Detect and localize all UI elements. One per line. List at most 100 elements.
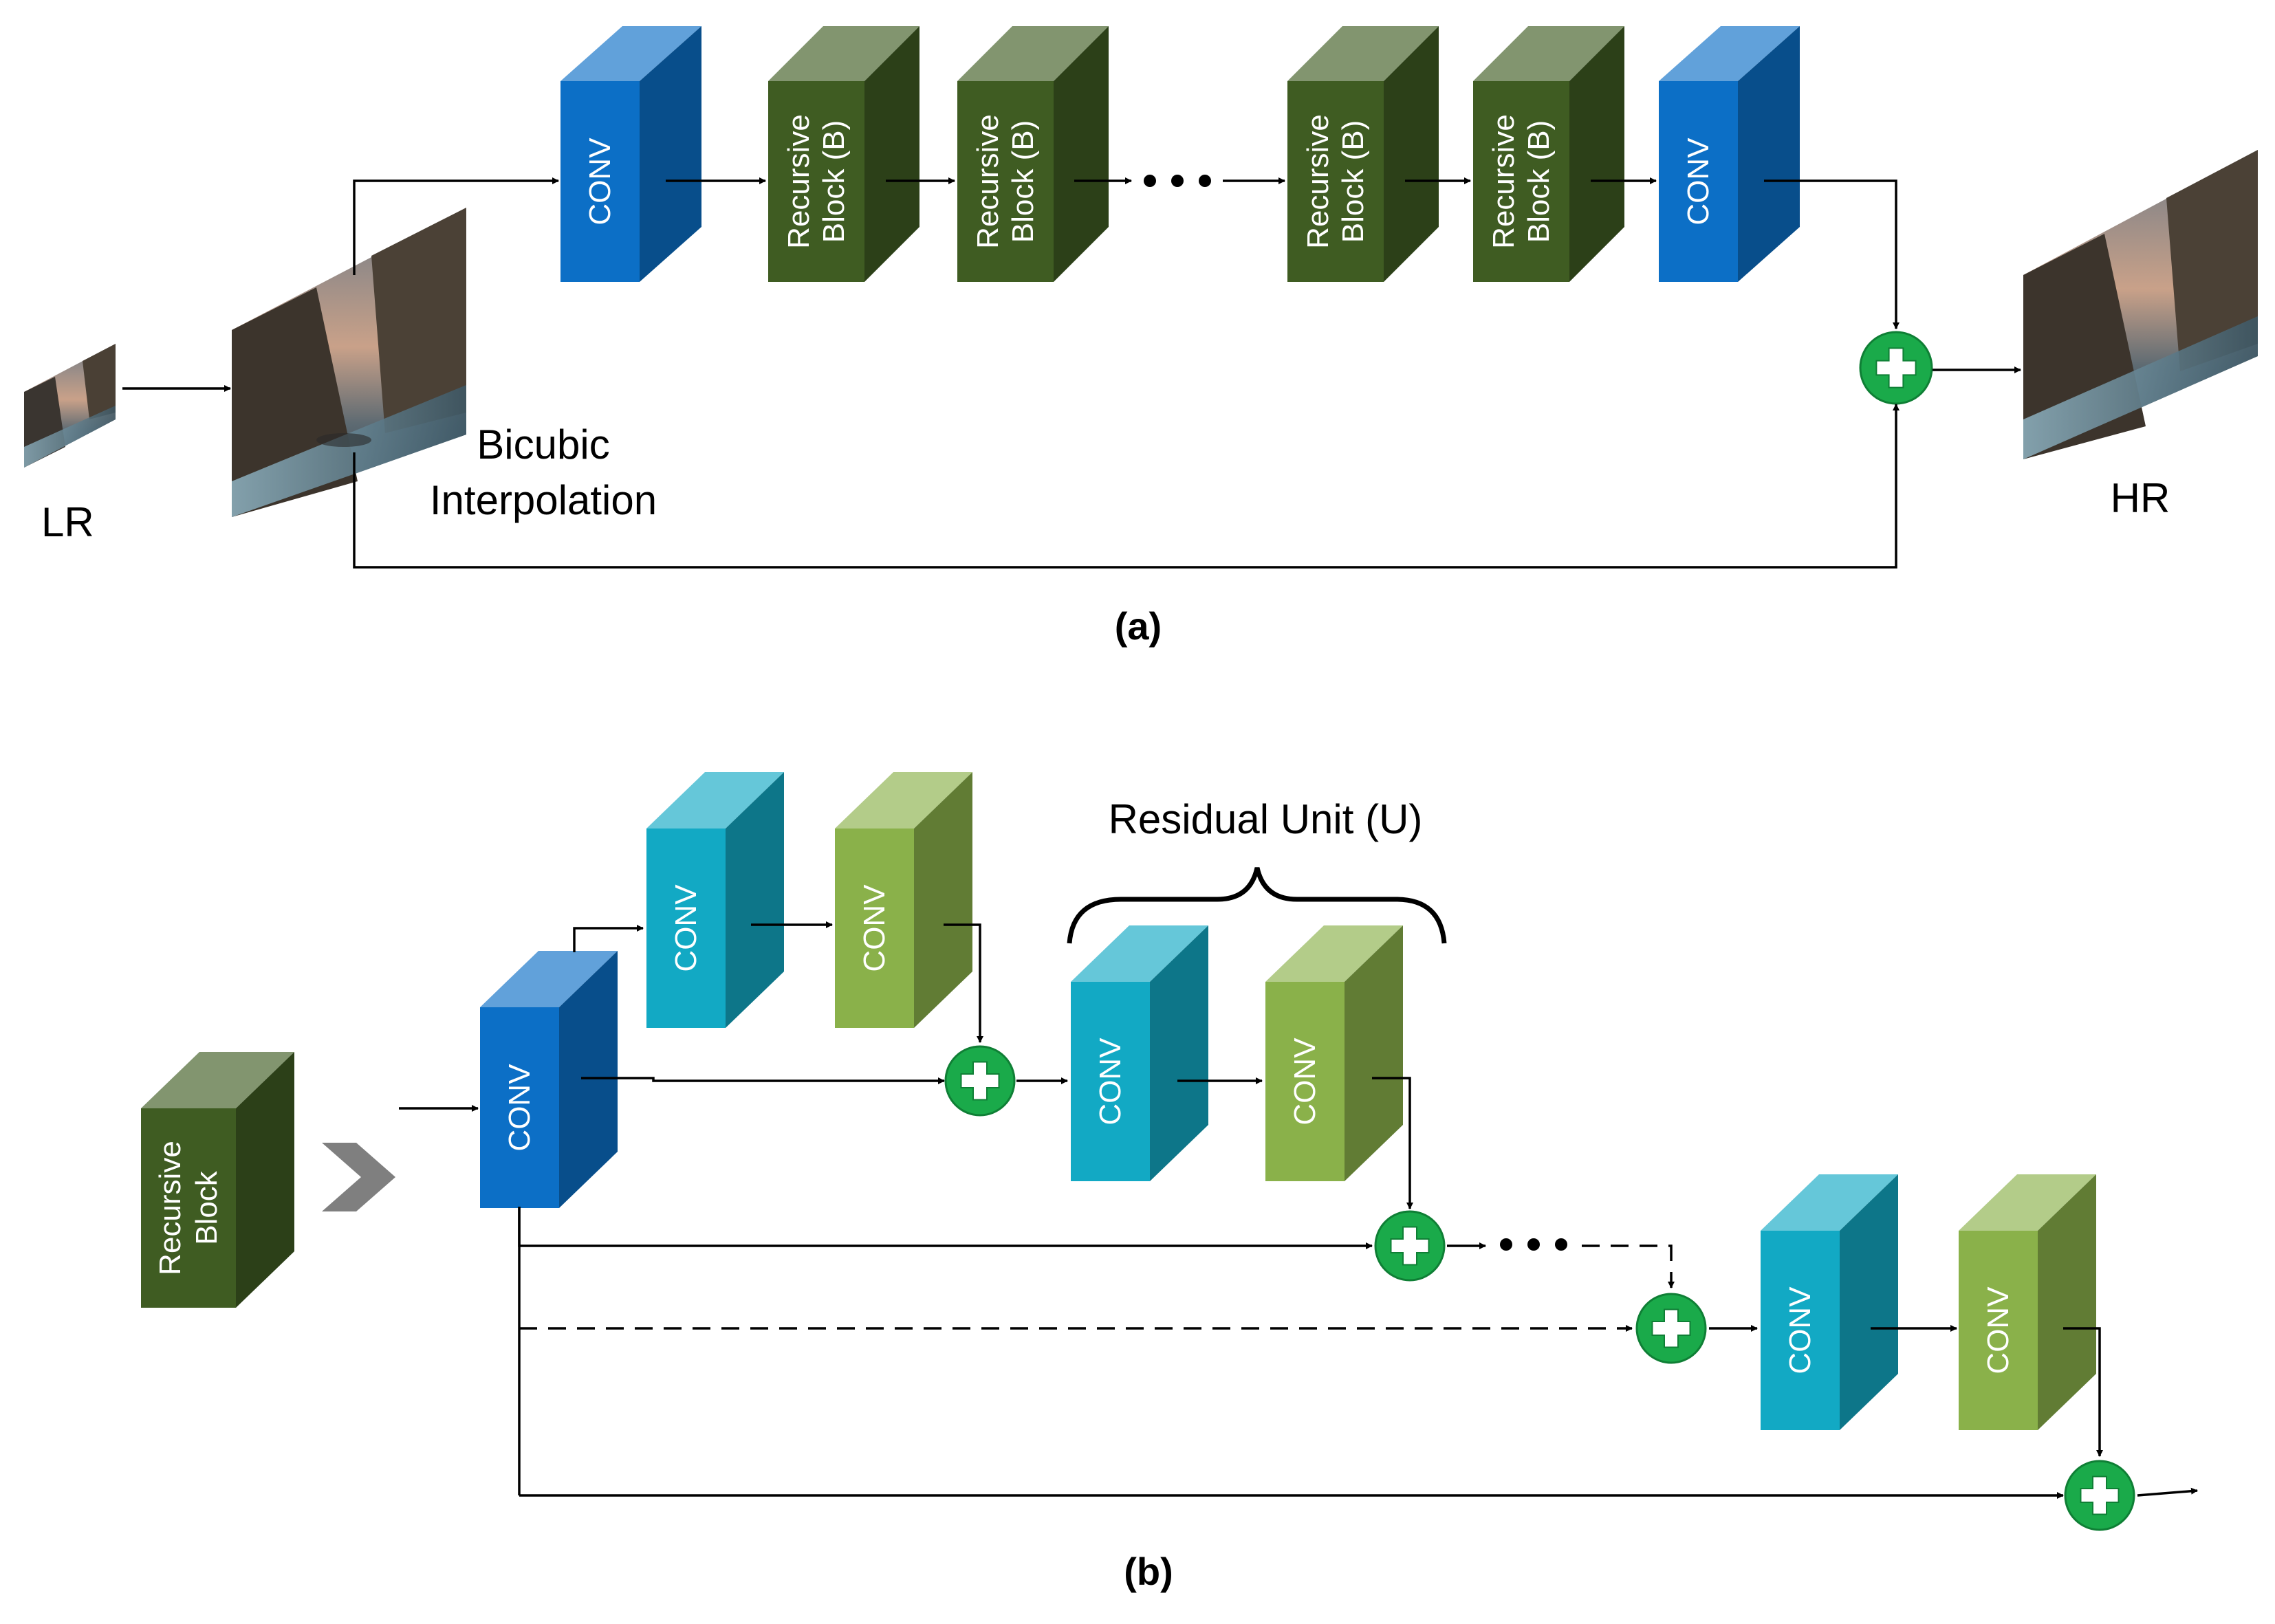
conv-block-unit2-b-label: CONV: [1288, 1038, 1322, 1126]
arrow-conv-to-unit1: [573, 925, 644, 952]
recursive-block-a3-front-face: [1287, 81, 1384, 282]
conv-block-a2-front-face: [1659, 81, 1738, 282]
recursive-block-a1-front-face: [768, 81, 864, 282]
conv-block-unit2-b: CONV: [1265, 925, 1403, 1181]
conv-block-unit3-a-front-face: [1761, 1231, 1840, 1430]
adder-b3: [1635, 1293, 1707, 1364]
recursive-block-a1-top-face: [768, 26, 919, 81]
conv-block-b0-front-face: [480, 1007, 559, 1208]
conv-block-unit3-a-side-face: [1840, 1174, 1898, 1430]
conv-block-a1-label: CONV: [583, 138, 617, 226]
recursive-block-a4-label: Block (B): [1522, 120, 1556, 243]
adder-a: [1859, 331, 1933, 405]
recursive-block-b-label: Recursive: [153, 1141, 187, 1275]
recursive-block-a3-top-face: [1287, 26, 1439, 81]
conv-block-unit3-b-label: CONV: [1981, 1286, 2015, 1374]
conv-block-a2: CONV: [1659, 26, 1800, 282]
conv-block-a2-side-face: [1738, 26, 1800, 282]
bicubic-image: [232, 208, 466, 517]
conv-block-b0-label: CONV: [503, 1064, 536, 1152]
conv-block-unit2-a-top-face: [1071, 925, 1208, 982]
recursive-block-a4-label: Recursive: [1487, 114, 1521, 249]
bicubic-label-line2: Interpolation: [430, 477, 657, 523]
recursive-block-b-side-face: [236, 1052, 294, 1308]
conv-block-b0-side-face: [559, 951, 618, 1208]
recursive-block-a2-side-face: [1054, 26, 1109, 282]
residual-unit-brace: [1067, 867, 1447, 944]
recursive-block-b-label: Block: [190, 1170, 224, 1245]
caption-a: (a): [1115, 604, 1162, 648]
recursive-block-a2-label: Recursive: [971, 114, 1005, 249]
conv-block-unit1-b: CONV: [835, 772, 972, 1028]
recursive-block-a4-top-face: [1473, 26, 1624, 81]
conv-block-unit1-a-label: CONV: [669, 884, 703, 972]
conv-block-unit1-b-side-face: [914, 772, 972, 1028]
conv-block-unit2-a-side-face: [1150, 925, 1208, 1181]
conv-block-unit2-a: CONV: [1071, 925, 1208, 1181]
caption-b: (b): [1124, 1550, 1173, 1593]
plus-icon: [2080, 1475, 2120, 1515]
conv-block-unit3-a-top-face: [1761, 1174, 1898, 1231]
bicubic-label-line1: Bicubic: [477, 421, 609, 468]
recursive-block-a4-front-face: [1473, 81, 1569, 282]
conv-block-unit1-a-front-face: [646, 829, 726, 1028]
conv-block-a2-top-face: [1659, 26, 1800, 81]
conv-block-unit3-b-top-face: [1959, 1174, 2096, 1231]
conv-block-unit3-b-front-face: [1959, 1231, 2038, 1430]
plus-icon: [1875, 347, 1917, 388]
arrow-bicubic-to-conv: [353, 177, 559, 275]
dashed-arrow-to-adder3: [1582, 1244, 1675, 1288]
hr-image: [2023, 150, 2258, 459]
conv-block-unit1-b-top-face: [835, 772, 972, 829]
recursive-block-b-top-face: [141, 1052, 294, 1108]
lr-image: [24, 344, 116, 468]
conv-block-unit2-b-side-face: [1345, 925, 1403, 1181]
conv-block-unit3-b-side-face: [2038, 1174, 2096, 1430]
plus-icon: [1390, 1226, 1430, 1266]
arrow-conv-to-adder1: [581, 1077, 945, 1084]
conv-block-unit3-a: CONV: [1761, 1174, 1898, 1430]
recursive-block-a2-label: Block (B): [1006, 120, 1040, 243]
recursive-block-b-front-face: [141, 1108, 236, 1308]
lr-label: LR: [41, 499, 94, 545]
conv-block-unit1-a: CONV: [646, 772, 784, 1028]
conv-block-unit3-a-label: CONV: [1783, 1286, 1817, 1374]
conv-block-a2-label: CONV: [1681, 138, 1715, 226]
conv-block-unit1-a-top-face: [646, 772, 784, 829]
arrow-output: [2137, 1487, 2198, 1497]
arrow-unit3-to-adder4: [2063, 1327, 2103, 1457]
conv-block-unit2-b-front-face: [1265, 982, 1345, 1181]
conv-block-unit1-b-label: CONV: [858, 884, 891, 972]
recursive-block-a1-label: Recursive: [782, 114, 816, 249]
conv-block-unit2-a-label: CONV: [1093, 1038, 1127, 1126]
conv-block-unit2-b-top-face: [1265, 925, 1403, 982]
residual-unit-label: Residual Unit (U): [1109, 796, 1423, 842]
conv-block-unit1-a-side-face: [726, 772, 784, 1028]
ellipsis-icon: [1500, 1238, 1567, 1251]
arrow-unit1-to-adder1: [944, 923, 983, 1043]
conv-block-a1-side-face: [640, 26, 701, 282]
recursive-block-a2-front-face: [957, 81, 1054, 282]
chevron-right-icon: [322, 1143, 395, 1211]
conv-block-unit3-b: CONV: [1959, 1174, 2096, 1430]
conv-block-b0-top-face: [480, 951, 618, 1007]
recursive-block-a3-label: Recursive: [1301, 114, 1335, 249]
recursive-block-a3-label: Block (B): [1336, 120, 1370, 243]
conv-block-a1-top-face: [560, 26, 701, 81]
recursive-block-a4-side-face: [1569, 26, 1624, 282]
recursive-block-a1-side-face: [864, 26, 919, 282]
plus-icon: [1651, 1308, 1691, 1348]
conv-block-a1-front-face: [560, 81, 640, 282]
conv-block-b0: CONV: [480, 951, 618, 1208]
plus-icon: [960, 1061, 1000, 1101]
ellipsis-icon: [1144, 175, 1211, 187]
adder-a-circle: [1859, 331, 1933, 405]
recursive-block-a1-label: Block (B): [817, 120, 851, 243]
adder-b1: [944, 1045, 1016, 1117]
arrow-unit2-to-adder2: [1372, 1077, 1413, 1209]
